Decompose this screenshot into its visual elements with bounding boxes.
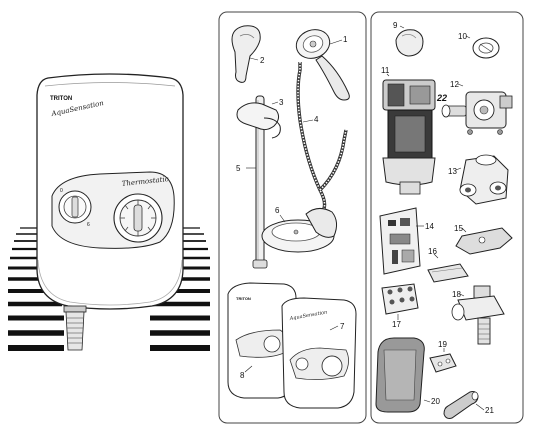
shower-unit-illustration: TRITON AquaSensation Thermostatic 0 6 [8, 73, 210, 351]
part-15-bracket: 15 [454, 224, 513, 255]
label-10: 10 [458, 32, 467, 41]
part-18-inlet-valve: 18 [451, 285, 505, 345]
svg-text:0: 0 [60, 188, 63, 194]
temperature-dial[interactable] [113, 193, 163, 243]
label-17: 17 [392, 320, 401, 329]
part-11-heater-tank: 11 [381, 66, 436, 195]
label-1: 1 [343, 35, 348, 44]
label-9: 9 [393, 21, 398, 30]
part-16-clip: 16 [427, 247, 469, 283]
label-4: 4 [314, 115, 319, 124]
part-2-shower-head-holder: 2 [231, 25, 265, 83]
label-14: 14 [425, 222, 434, 231]
label-2: 2 [260, 56, 265, 65]
brand-logo: TRITON [50, 96, 72, 102]
part-1-handset: 1 [295, 29, 350, 101]
part-7-front-cover-alt: AquaSensation 7 [281, 297, 357, 409]
part-10-ring: 10 [458, 32, 500, 59]
part-13-manifold: 13 [448, 154, 509, 205]
part-17-terminal-block: 17 [381, 283, 419, 329]
label-7: 7 [340, 322, 345, 331]
label-18: 18 [452, 290, 461, 299]
part-14-circuit-board: 14 [379, 207, 434, 275]
label-3: 3 [279, 98, 284, 107]
cover-8-brand: TRITON [236, 296, 251, 301]
part-20-label-card: 20 [375, 337, 440, 413]
label-15: 15 [454, 224, 463, 233]
label-13: 13 [448, 167, 457, 176]
part-6-soap-dish: 6 [261, 206, 338, 253]
hose-outlet [63, 305, 87, 351]
label-5: 5 [236, 164, 241, 173]
label-20: 20 [431, 397, 440, 406]
power-dial[interactable]: 0 6 [58, 188, 92, 228]
label-19: 19 [438, 340, 447, 349]
part-22-spindle: 22 [436, 93, 467, 118]
part-8-front-cover: TRITON 8 [227, 282, 297, 399]
part-3-slider-bracket: 3 [236, 98, 284, 139]
part-5-riser-rail: 5 [236, 95, 268, 269]
label-16: 16 [428, 247, 437, 256]
part-4-hose: 4 [296, 62, 348, 214]
part-9-knob: 9 [393, 21, 424, 57]
label-11: 11 [381, 66, 390, 75]
label-12: 12 [450, 80, 459, 89]
label-21: 21 [485, 406, 494, 415]
part-21-tube: 21 [443, 391, 494, 419]
label-8: 8 [240, 371, 245, 380]
part-19-retainer: 19 [429, 340, 457, 373]
label-6: 6 [275, 206, 280, 215]
part-12-valve-assembly: 12 [450, 80, 513, 135]
label-22: 22 [436, 93, 447, 103]
svg-text:6: 6 [87, 222, 90, 228]
